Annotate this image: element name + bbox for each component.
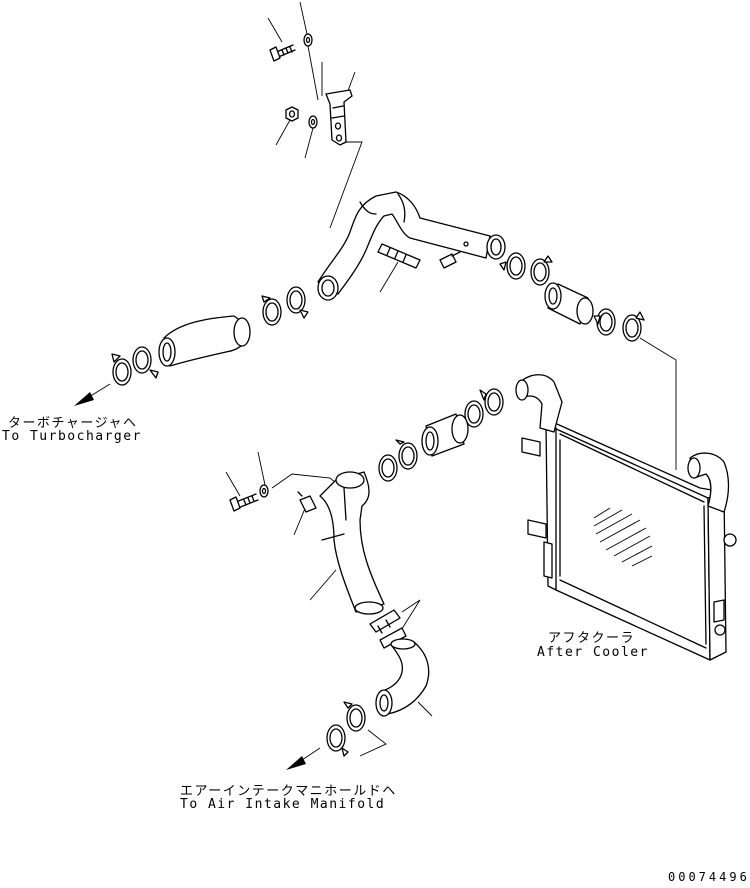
plug-icon xyxy=(297,491,317,513)
connector-icon xyxy=(369,599,421,649)
aftercooler-label-jp: アフタクーラ xyxy=(548,631,636,646)
lower-metal-pipe xyxy=(319,471,385,615)
arrow-icon xyxy=(74,383,111,406)
aftercooler-label-en: After Cooler xyxy=(537,645,649,660)
lower-pipe-assembly xyxy=(229,388,504,757)
turbo-label-jp: ターボチャージャヘ xyxy=(8,416,138,431)
clamp-icon xyxy=(326,701,366,757)
sensor-icon xyxy=(439,251,461,269)
bolt-icon xyxy=(269,44,296,62)
washer-icon xyxy=(303,33,313,47)
upper-pipe-assembly xyxy=(111,33,677,470)
washer-icon xyxy=(259,484,269,498)
upper-metal-pipe xyxy=(317,191,506,301)
part-number: 00074496 xyxy=(668,870,750,884)
clamp-icon xyxy=(378,439,418,482)
clamp-icon xyxy=(464,388,504,428)
arrow-icon xyxy=(286,747,321,770)
bracket-icon xyxy=(325,89,353,146)
clamp-icon xyxy=(261,286,309,326)
turbo-hose xyxy=(158,315,251,367)
connector-icon xyxy=(377,243,421,269)
fin-hatch xyxy=(593,507,653,567)
aftercooler-inlet-hose xyxy=(544,282,594,325)
intake-label-en: To Air Intake Manifold xyxy=(180,797,386,812)
outlet-hose xyxy=(421,413,469,457)
turbo-label-en: To Turbocharger xyxy=(2,429,142,444)
clamp-icon xyxy=(499,252,553,286)
clamp-icon xyxy=(593,308,645,342)
leader-lines xyxy=(225,1,433,717)
clamp-icon xyxy=(111,346,159,386)
aftercooler xyxy=(515,374,737,661)
intake-label-jp: エアーインテークマニホールドヘ xyxy=(180,784,397,799)
bolt-icon xyxy=(229,493,259,512)
nut-icon xyxy=(285,106,318,129)
intake-hose xyxy=(375,638,430,717)
